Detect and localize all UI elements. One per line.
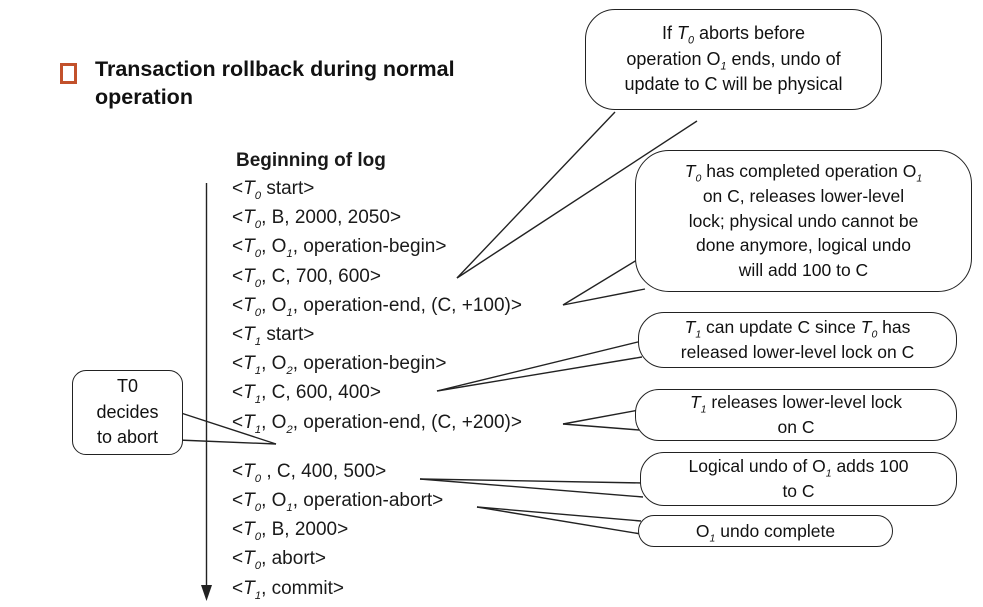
connector-line	[419, 478, 644, 498]
log-entry: <T0, O1, operation-end, (C, +100)>	[232, 294, 522, 319]
connector-line	[562, 409, 640, 425]
connector-line	[436, 356, 643, 392]
callout-text-line: done anymore, logical undo	[695, 235, 911, 256]
callout-text-line: to abort	[96, 427, 159, 448]
callout-undo-complete: O1 undo complete	[638, 515, 893, 547]
callout-text-line: T0	[116, 376, 138, 397]
log-entry: <T1, O2, operation-begin>	[232, 353, 447, 377]
log-entry: <T0 , C, 400, 500>	[232, 460, 387, 485]
log-entry: <T0, abort>	[232, 548, 327, 573]
callout-text-line: Logical undo of O1 adds 100	[688, 456, 909, 480]
log-entry: <T1, O2, operation-end, (C, +200)>	[232, 411, 522, 436]
connector-line	[456, 111, 616, 279]
log-entry: <T1, commit>	[232, 577, 344, 602]
callout-text-line: decides	[96, 401, 159, 422]
connector-line	[476, 506, 642, 522]
connector-line	[476, 506, 642, 535]
callout-text-line: lock; physical undo cannot be	[688, 210, 919, 231]
log-entry: <T1, C, 600, 400>	[232, 382, 381, 407]
connector-line	[456, 120, 698, 279]
callout-text-line: operation O1 ends, undo of	[626, 48, 841, 73]
arrowhead-icon	[201, 585, 212, 601]
log-entry: <T0, O1, operation-begin>	[232, 236, 447, 261]
callout-text-line: O1 undo complete	[695, 520, 836, 545]
callout-text-line: will add 100 to C	[738, 260, 869, 281]
callout-text-line: released lower-level lock on C	[680, 342, 915, 362]
bullet-square-icon	[60, 63, 77, 84]
connector-line	[180, 412, 277, 445]
connector-line	[562, 288, 646, 306]
connector-line	[562, 423, 640, 431]
callout-text-line: update to C will be physical	[624, 74, 843, 95]
connector-line	[436, 340, 643, 392]
log-entry: <T0, B, 2000, 2050>	[232, 207, 402, 231]
callout-text-line: on C, releases lower-level	[702, 185, 905, 206]
log-heading: Beginning of log	[236, 150, 386, 171]
log-entry: <T0, O1, operation-abort>	[232, 490, 444, 514]
callout-text-line: T0 has completed operation O1	[684, 160, 923, 185]
log-entry: <T1 start>	[232, 324, 315, 348]
callout-text-line: to C	[782, 481, 815, 501]
log-entry: <T0, C, 700, 600>	[232, 265, 381, 290]
connector-line	[177, 439, 277, 445]
callout-decides-to-abort: T0 decides to abort	[72, 370, 183, 455]
log-entry: <T0 start>	[232, 178, 315, 202]
callout-text-line: T1 releases lower-level lock	[689, 392, 903, 416]
slide-title: Transaction rollback during normal opera…	[95, 57, 455, 110]
callout-text-line: If T0 aborts before	[661, 23, 806, 47]
callout-text-line: T1 can update C since T0 has	[684, 317, 911, 341]
callout-text-line: on C	[777, 417, 815, 437]
connector-line	[419, 478, 644, 484]
log-entry: <T0, B, 2000>	[232, 519, 349, 543]
